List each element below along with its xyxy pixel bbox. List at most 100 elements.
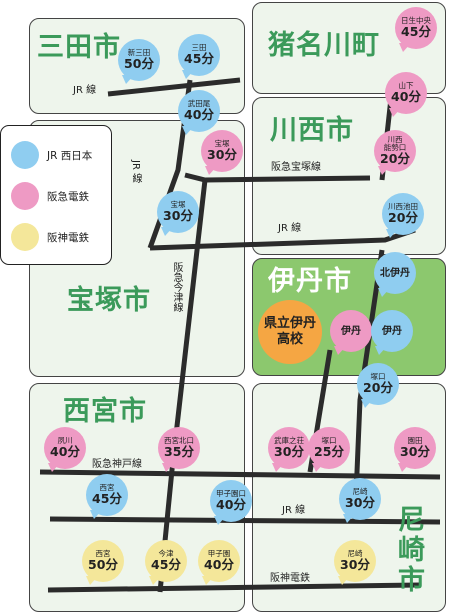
station-name: 伊丹	[382, 325, 402, 337]
station-name: 甲子園口	[216, 489, 246, 498]
station-name: 川西 能勢口	[383, 134, 407, 153]
station-time: 30分	[345, 495, 375, 511]
station-name: 山下	[398, 81, 414, 90]
station-time: 25分	[314, 444, 344, 460]
station-sonoda[interactable]: 園田 30分	[394, 427, 436, 472]
station-name: 今津	[158, 549, 174, 558]
rail-jr-lower	[49, 516, 441, 525]
station-name: 西宮	[95, 549, 111, 558]
station-nissei-chuo[interactable]: 日生中央 45分	[395, 7, 437, 52]
line-label-jr-mid: JR 線	[278, 223, 302, 234]
station-shinsanda[interactable]: 新三田 50分	[118, 39, 160, 84]
station-shukugawa[interactable]: 夙川 40分	[44, 427, 86, 472]
region-label-kawanishi: 川西市	[270, 115, 354, 146]
station-kawanishi-noseguchi[interactable]: 川西 能勢口 20分	[374, 130, 416, 175]
station-time: 45分	[184, 51, 214, 67]
line-label-jr-vertical: JR 線	[130, 160, 141, 184]
region-label-takarazuka: 宝塚市	[67, 285, 151, 316]
station-time: 40分	[50, 444, 80, 460]
legend-row-jr: JR 西日本	[11, 141, 92, 169]
legend-hanshin-swatch	[11, 223, 39, 251]
line-label-hanshin: 阪神電鉄	[270, 573, 310, 584]
station-amagasaki-hanshin[interactable]: 尼崎 30分	[334, 540, 376, 585]
station-name: 夙川	[57, 436, 73, 445]
line-label-hankyu-kobe: 阪急神戸線	[92, 459, 142, 470]
station-time: 40分	[184, 107, 214, 123]
station-imazu[interactable]: 今津 45分	[145, 540, 187, 585]
station-name: 武田尾	[187, 99, 211, 108]
station-time: 45分	[92, 491, 122, 507]
station-name: 西宮	[99, 483, 115, 492]
legend-jr-swatch	[11, 141, 39, 169]
line-label-jr-sanda: JR 線	[73, 85, 97, 96]
rail-hankyu-kobe	[39, 469, 441, 480]
station-name: 三田	[191, 43, 207, 52]
station-time: 40分	[204, 557, 234, 573]
station-name: 尼崎	[352, 487, 368, 496]
legend-hankyu-label: 阪急電鉄	[47, 190, 89, 203]
station-time: 30分	[163, 208, 193, 224]
station-time: 45分	[151, 557, 181, 573]
station-takarazuka-jr[interactable]: 宝塚 30分	[157, 191, 199, 236]
station-nishinomiyakitaguchi[interactable]: 西宮北口 35分	[158, 427, 200, 472]
station-sanda[interactable]: 三田 45分	[178, 34, 220, 79]
legend-jr-label: JR 西日本	[47, 149, 93, 162]
station-name: 川西池田	[388, 202, 418, 211]
station-time: 35分	[164, 444, 194, 460]
station-name: 塚口	[370, 372, 386, 381]
station-name: 園田	[407, 436, 423, 445]
line-label-jr-lower: JR 線	[282, 505, 306, 516]
station-name: 宝塚	[170, 200, 186, 209]
station-time: 20分	[388, 210, 418, 226]
station-yamashita[interactable]: 山下 40分	[385, 72, 427, 117]
region-label-itami: 伊丹市	[268, 266, 352, 297]
station-time: 40分	[391, 89, 421, 105]
station-name: 武庫之荘	[274, 436, 304, 445]
school-name-line2: 高校	[276, 332, 303, 347]
region-label-sanda: 三田市	[37, 32, 121, 63]
station-koshien[interactable]: 甲子園 40分	[198, 540, 240, 585]
station-time: 50分	[88, 557, 118, 573]
school-marker: 県立伊丹 高校	[258, 300, 322, 364]
station-tsukaguchi-jr[interactable]: 塚口 20分	[357, 363, 399, 408]
station-time: 30分	[274, 444, 304, 460]
station-name: 宝塚	[214, 139, 230, 148]
station-name: 北伊丹	[380, 267, 410, 279]
station-takarazuka-hankyu[interactable]: 宝塚 30分	[201, 130, 243, 175]
rail-hanshin	[47, 582, 421, 593]
station-time: 45分	[401, 24, 431, 40]
station-takedao[interactable]: 武田尾 40分	[178, 90, 220, 135]
station-itami-jr[interactable]: 伊丹	[371, 310, 413, 355]
station-name: 塚口	[321, 436, 337, 445]
station-amagasaki-jr[interactable]: 尼崎 30分	[339, 478, 381, 523]
station-nishinomiya-jr[interactable]: 西宮 45分	[86, 474, 128, 519]
station-time: 30分	[207, 147, 237, 163]
station-time: 30分	[400, 444, 430, 460]
rail-imazu	[157, 179, 208, 593]
station-tsukaguchi-hankyu[interactable]: 塚口 25分	[308, 427, 350, 472]
station-kitaitami[interactable]: 北伊丹	[374, 252, 416, 297]
station-nishinomiya-hanshin[interactable]: 西宮 50分	[82, 540, 124, 585]
station-name: 日生中央	[401, 16, 431, 25]
station-time: 20分	[380, 151, 410, 167]
station-name: 尼崎	[347, 549, 363, 558]
station-koshienguchi[interactable]: 甲子園口 40分	[210, 480, 252, 525]
station-name: 西宮北口	[164, 436, 194, 445]
station-time: 30分	[340, 557, 370, 573]
station-name: 甲子園	[207, 549, 231, 558]
legend-hankyu-swatch	[11, 182, 39, 210]
line-label-imazu: 阪急今津線	[171, 262, 182, 312]
legend-hanshin-label: 阪神電鉄	[47, 231, 89, 244]
station-time: 40分	[216, 497, 246, 513]
station-name: 伊丹	[341, 325, 361, 337]
rail-jr-sanda	[107, 77, 241, 97]
legend-row-hanshin: 阪神電鉄	[11, 223, 89, 251]
station-kawanishiikeda[interactable]: 川西池田 20分	[382, 193, 424, 238]
station-mukonoso[interactable]: 武庫之荘 30分	[268, 427, 310, 472]
line-label-hankyu-takarazuka: 阪急宝塚線	[271, 162, 321, 173]
region-label-nishinomiya: 西宮市	[63, 396, 147, 427]
region-label-inagawa: 猪名川町	[268, 30, 380, 61]
station-time: 50分	[124, 56, 154, 72]
station-itami-hankyu[interactable]: 伊丹	[330, 310, 372, 355]
